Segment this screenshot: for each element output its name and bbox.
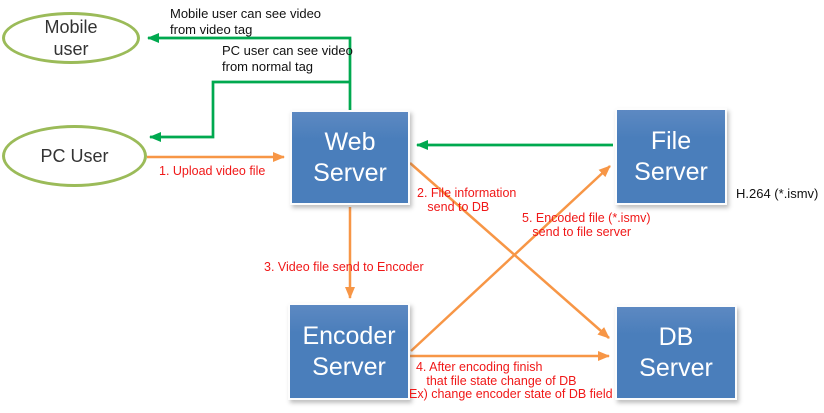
node-label: File Server (634, 126, 708, 186)
node-mobile-user: Mobile user (2, 12, 140, 64)
flow-label-step5: 5. Encoded file (*.ismv) send to file se… (522, 211, 651, 239)
arrow-webserver-to-mobileuser (147, 33, 352, 110)
node-label: Web Server (313, 127, 387, 187)
annotation-h264-format: H.264 (*.ismv) (736, 186, 819, 201)
flow-label-step2: 2. File information send to DB (417, 186, 517, 214)
annotation-mobile-video-tag: Mobile user can see video from video tag (170, 6, 322, 37)
arrow-fileinfo-to-dbserver (409, 162, 610, 339)
flow-label-step1: 1. Upload video file (159, 164, 266, 178)
node-label: PC User (40, 146, 109, 166)
flow-label-step3: 3. Video file send to Encoder (264, 260, 424, 274)
node-label: Mobile user (44, 17, 98, 59)
flow-label-step4: 4. After encoding finish that file state… (409, 360, 613, 401)
arrow-encodedfile-to-fileserver (410, 165, 611, 352)
node-file-server: File Server (615, 108, 727, 205)
arrow-webserver-to-pcuser (149, 80, 350, 142)
node-pc-user: PC User (2, 125, 147, 187)
annotation-pc-normal-tag: PC user can see video from normal tag (222, 43, 353, 74)
node-encoder-server: Encoder Server (288, 303, 410, 400)
node-db-server: DB Server (615, 305, 737, 400)
node-label: Encoder Server (302, 321, 396, 381)
node-web-server: Web Server (290, 110, 410, 205)
node-label: DB Server (639, 322, 713, 382)
